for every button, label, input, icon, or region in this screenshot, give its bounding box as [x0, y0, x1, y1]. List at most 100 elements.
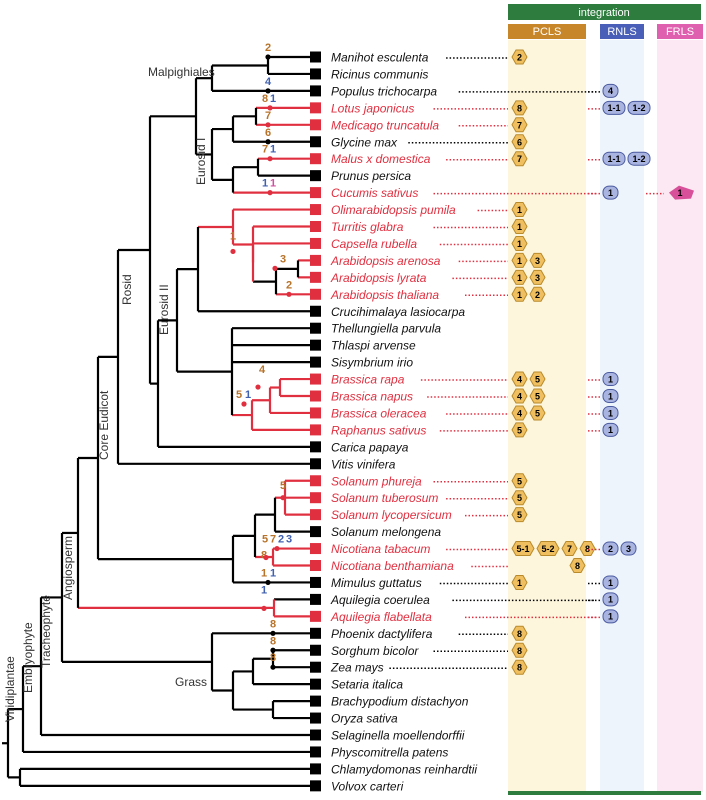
pcls-badge-label: 2 — [517, 53, 522, 63]
rnls-badge: 3 — [620, 541, 637, 556]
species-marker — [310, 526, 321, 538]
species-marker — [310, 305, 321, 317]
rnls-badge-label: 1 — [608, 578, 613, 588]
species-name: Raphanus sativus — [331, 423, 426, 437]
species-name: Setaria italica — [331, 678, 403, 692]
species-marker — [310, 576, 321, 588]
species-name: Cucumis sativus — [331, 186, 418, 200]
event-dot — [286, 291, 292, 297]
pcls-badge-label: 1 — [517, 205, 522, 215]
species-row: Setaria italica — [310, 678, 403, 692]
rnls-badge-label: 1 — [608, 188, 613, 198]
event-dot — [272, 265, 278, 271]
pcls-badge-label: 5 — [535, 392, 540, 402]
species-marker — [310, 746, 321, 758]
species-name: Volvox carteri — [331, 779, 404, 793]
species-marker — [310, 407, 321, 419]
integration-header-label: integration — [578, 7, 629, 19]
pcls-badge-label: 8 — [517, 103, 522, 113]
node-number: 5 — [262, 534, 268, 546]
pcls-badge-label: 3 — [535, 273, 540, 283]
species-name: Nicotiana tabacum — [331, 542, 430, 556]
species-row: Olimarabidopsis pumila 1 — [310, 202, 528, 217]
pcls-header-label: PCLS — [533, 26, 562, 38]
pcls-badge-label: 8 — [575, 561, 580, 571]
rnls-badge: 1 — [602, 389, 619, 403]
species-name: Arabidopsis arenosa — [330, 254, 441, 268]
species-name: Ricinus communis — [331, 67, 428, 81]
event-dot — [270, 664, 276, 670]
species-marker — [310, 593, 321, 605]
rnls-badge: 4 — [602, 83, 619, 98]
pcls-badge: 5 — [529, 388, 546, 404]
clade-label-malpighiales: Malpighiales — [148, 65, 215, 79]
species-name: Olimarabidopsis pumila — [331, 203, 456, 217]
rnls-badge-label: 1 — [608, 612, 613, 622]
pcls-badge: 7 — [561, 541, 578, 557]
rnls-badge: 1-1 — [602, 100, 626, 115]
pcls-badge: 3 — [529, 269, 546, 285]
rnls-badge: 1 — [602, 609, 619, 624]
species-marker — [310, 288, 321, 300]
species-name: Malus x domestica — [331, 152, 431, 166]
rnls-badge-label: 1-2 — [632, 154, 645, 164]
species-marker — [310, 373, 321, 385]
pcls-badge: 4 — [511, 405, 528, 421]
species-name: Solanum tuberosum — [331, 491, 438, 505]
pcls-badge: 4 — [511, 388, 528, 404]
rnls-badge-label: 2 — [608, 544, 613, 554]
pcls-badge: 5 — [511, 422, 528, 438]
species-marker — [310, 51, 321, 63]
rnls-badge-label: 1 — [608, 374, 613, 384]
pcls-badge: 6 — [511, 134, 528, 150]
pcls-badge-label: 7 — [517, 120, 522, 130]
pcls-badge: 5 — [529, 405, 546, 421]
species-name: Brachypodium distachyon — [331, 695, 469, 709]
pcls-badge: 1 — [511, 252, 528, 268]
event-dot — [270, 630, 276, 636]
species-name: Arabidopsis thaliana — [330, 288, 439, 302]
species-name: Brassica napus — [331, 390, 413, 404]
species-name: Aquilegia coerulea — [330, 593, 430, 607]
species-name: Oryza sativa — [331, 712, 398, 726]
rnls-badge-label: 1 — [608, 408, 613, 418]
clade-label-core-eudicot: Core Eudicot — [97, 390, 111, 460]
pcls-badge-label: 5 — [535, 375, 540, 385]
species-marker — [310, 763, 321, 775]
species-row: Thellungiella parvula — [310, 322, 441, 336]
rnls-badge: 2 — [602, 541, 619, 556]
node-number: 8 — [270, 635, 276, 647]
node-number: 2 — [286, 279, 292, 291]
pcls-badge-label: 5 — [535, 408, 540, 418]
pcls-badge-label: 4 — [517, 375, 522, 385]
pcls-badge: 5-1 — [511, 541, 535, 557]
clade-label-eurosid2: Eurosid II — [157, 284, 171, 335]
clade-label-viridiplantae: Viridiplantae — [3, 656, 17, 722]
species-marker — [310, 221, 321, 232]
pcls-badge: 5 — [529, 371, 546, 387]
pcls-badge: 8 — [569, 558, 586, 573]
pcls-badge: 2 — [511, 49, 528, 65]
event-dot — [265, 54, 271, 60]
species-name: Brassica rapa — [331, 373, 405, 387]
pcls-badge-label: 3 — [535, 256, 540, 266]
node-number: 7 — [262, 144, 268, 156]
species-marker — [310, 322, 321, 334]
rnls-badge-label: 1-2 — [632, 103, 645, 113]
pcls-badge-label: 1 — [517, 578, 522, 588]
pcls-badge: 2 — [529, 286, 546, 302]
rnls-badge: 1-2 — [627, 151, 651, 166]
species-marker — [310, 68, 321, 80]
species-marker — [310, 492, 321, 504]
species-name: Solanum phureja — [331, 474, 422, 488]
